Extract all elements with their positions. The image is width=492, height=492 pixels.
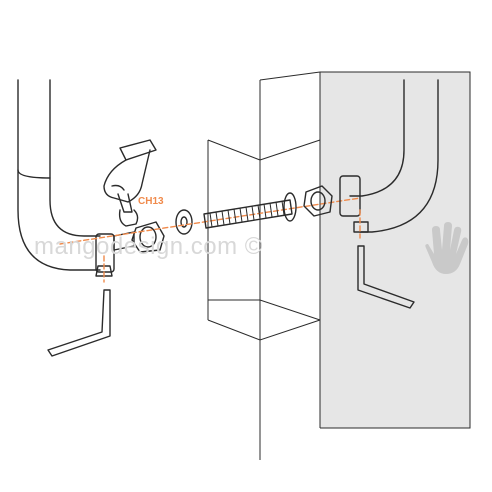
right-nut <box>303 185 333 217</box>
hand-icon <box>425 222 469 274</box>
right-wall <box>319 71 471 429</box>
right-pull-handle <box>339 79 439 233</box>
left-allen-key <box>47 289 111 357</box>
washer <box>175 209 193 235</box>
wrench-size-label: CH13 <box>138 196 164 207</box>
left-wall-column <box>207 71 321 460</box>
axis-line <box>59 197 361 245</box>
watermark-text: mangodesign.com © <box>34 233 263 260</box>
right-allen-key <box>357 245 415 309</box>
left-pull-handle <box>17 79 115 273</box>
left-grub-screw <box>95 255 113 283</box>
hand-with-wrench <box>103 139 157 227</box>
threaded-rod <box>203 192 297 229</box>
right-grub-screw <box>353 209 369 239</box>
